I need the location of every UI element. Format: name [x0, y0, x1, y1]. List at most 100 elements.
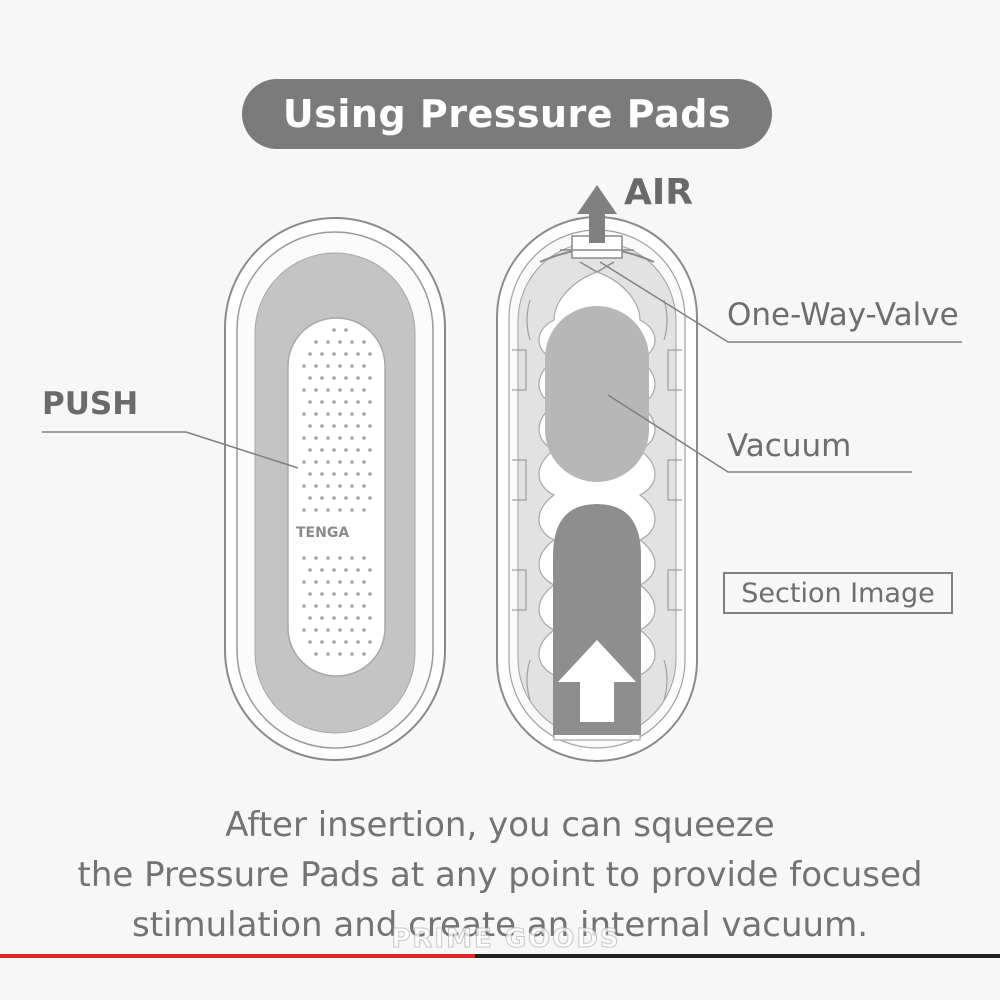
pad-dot	[362, 604, 366, 608]
pad-dot	[350, 628, 354, 632]
pad-dot	[350, 508, 354, 512]
pad-dot	[302, 580, 306, 584]
pad-dot	[338, 508, 342, 512]
vacuum-region	[545, 306, 649, 482]
pad-dot	[308, 352, 312, 356]
pad-dot	[344, 640, 348, 644]
pad-dot	[350, 652, 354, 656]
pad-dot	[350, 436, 354, 440]
pad-dot	[314, 628, 318, 632]
bottom-bar	[0, 954, 1000, 958]
pad-dot	[368, 568, 372, 572]
pad-dot	[332, 328, 336, 332]
pad-dot	[332, 376, 336, 380]
pad-dot	[314, 604, 318, 608]
pressure-pad-dots	[302, 328, 372, 656]
pad-dot	[344, 592, 348, 596]
pad-dot	[356, 376, 360, 380]
pad-dot	[302, 556, 306, 560]
pad-dot	[350, 460, 354, 464]
pad-dot	[368, 448, 372, 452]
pad-dot	[368, 400, 372, 404]
pad-dot	[308, 424, 312, 428]
pad-dot	[368, 352, 372, 356]
pad-dot	[326, 484, 330, 488]
pad-dot	[338, 484, 342, 488]
pad-dot	[362, 628, 366, 632]
pad-dot	[320, 616, 324, 620]
pad-dot	[308, 496, 312, 500]
pad-dot	[314, 460, 318, 464]
pad-dot	[344, 568, 348, 572]
pad-dot	[338, 340, 342, 344]
push-leader-line	[42, 431, 299, 469]
pad-dot	[302, 484, 306, 488]
pad-dot	[350, 340, 354, 344]
pad-dot	[344, 376, 348, 380]
pad-dot	[320, 376, 324, 380]
pad-dot	[350, 412, 354, 416]
pad-dot	[338, 580, 342, 584]
pad-dot	[308, 376, 312, 380]
device-section-view	[496, 185, 698, 762]
pad-dot	[326, 556, 330, 560]
pad-dot	[308, 568, 312, 572]
caption-line: stimulation and create an internal vacuu…	[131, 905, 868, 945]
page-title: Using Pressure Pads	[242, 79, 772, 149]
pad-dot	[320, 448, 324, 452]
pad-dot	[302, 508, 306, 512]
pad-dot	[308, 472, 312, 476]
pad-dot	[326, 628, 330, 632]
pad-dot	[308, 616, 312, 620]
pad-dot	[350, 388, 354, 392]
pad-dot	[362, 388, 366, 392]
pad-dot	[320, 568, 324, 572]
pad-dot	[332, 400, 336, 404]
pad-dot	[326, 460, 330, 464]
pad-dot	[338, 412, 342, 416]
pad-dot	[350, 580, 354, 584]
section-image-label: Section Image	[723, 572, 953, 614]
pad-dot	[344, 448, 348, 452]
insert-arrow-icon	[558, 640, 636, 722]
pad-dot	[362, 364, 366, 368]
pad-dot	[326, 604, 330, 608]
pad-dot	[338, 388, 342, 392]
air-arrow-icon	[577, 185, 617, 243]
pad-dot	[344, 496, 348, 500]
pad-dot	[368, 496, 372, 500]
pad-dot	[368, 640, 372, 644]
pad-dot	[362, 652, 366, 656]
pad-dot	[362, 580, 366, 584]
pad-dot	[350, 604, 354, 608]
pad-dot	[314, 436, 318, 440]
pad-dot	[320, 640, 324, 644]
pad-dot	[314, 508, 318, 512]
pad-dot	[338, 652, 342, 656]
pad-dot	[314, 412, 318, 416]
pad-dot	[332, 472, 336, 476]
pad-dot	[338, 604, 342, 608]
brand-logo: TENGA	[296, 525, 349, 541]
pad-dot	[314, 556, 318, 560]
pad-dot	[314, 652, 318, 656]
pad-dot	[350, 556, 354, 560]
pad-dot	[344, 424, 348, 428]
pad-dot	[368, 616, 372, 620]
pad-dot	[362, 508, 366, 512]
pad-dot	[332, 592, 336, 596]
pad-dot	[356, 640, 360, 644]
pad-dot	[326, 388, 330, 392]
pad-dot	[338, 556, 342, 560]
pad-dot	[302, 460, 306, 464]
pad-dot	[362, 484, 366, 488]
pad-dot	[362, 460, 366, 464]
device-front-view: TENGA	[224, 217, 446, 761]
pad-dot	[314, 340, 318, 344]
pad-dot	[350, 364, 354, 368]
pad-dot	[320, 592, 324, 596]
pad-dot	[308, 592, 312, 596]
pad-dot	[332, 424, 336, 428]
pad-dot	[302, 364, 306, 368]
